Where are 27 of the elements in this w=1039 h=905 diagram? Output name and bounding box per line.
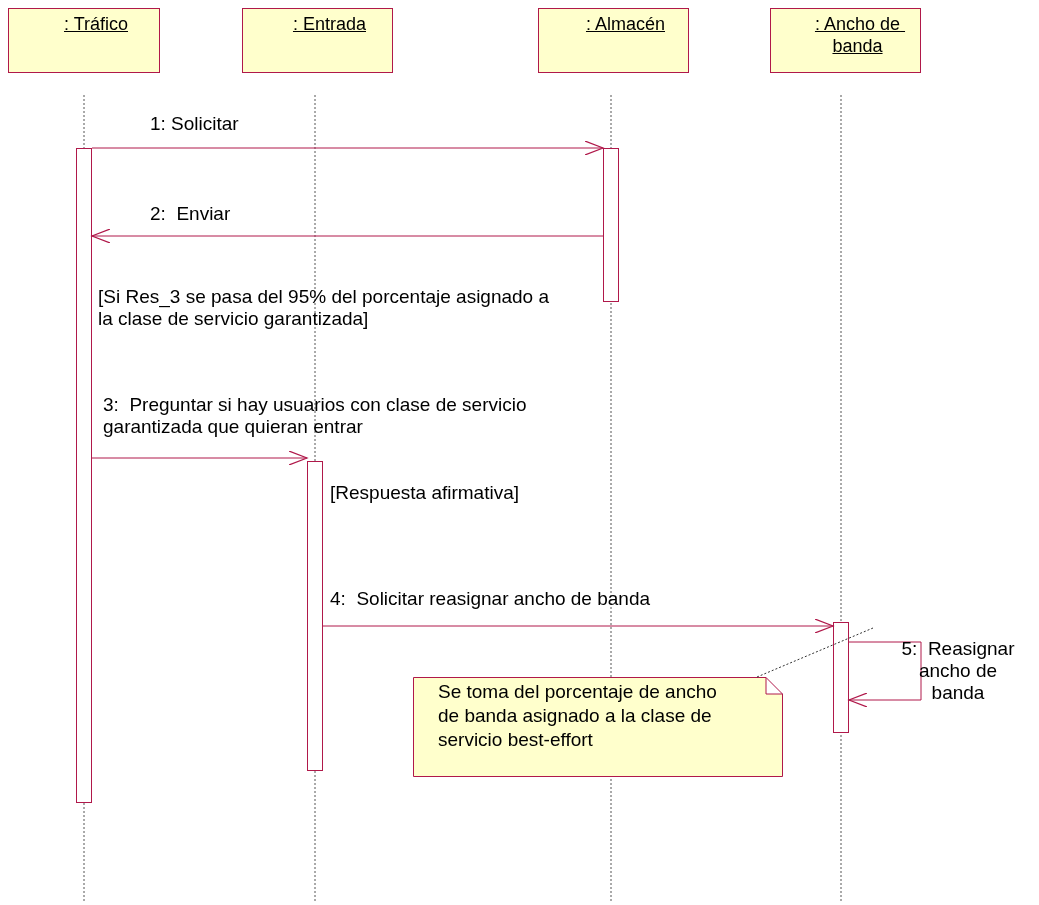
guard-condition: [Respuesta afirmativa] (330, 482, 521, 504)
object-name: : Entrada (292, 13, 366, 35)
activation-bar (603, 148, 619, 302)
message-arrow (91, 450, 308, 466)
lifeline-header (242, 8, 393, 73)
lifeline-header (8, 8, 160, 73)
message-label: 5: Reasignar ancho de banda (900, 638, 1016, 704)
message-label: 2: Enviar (150, 203, 232, 225)
message-label: 1: Solicitar (150, 113, 240, 135)
message-arrow (322, 618, 834, 634)
object-name: : Almacén (585, 13, 665, 35)
guard-condition: [Si Res_3 se pasa del 95% del porcentaje asignado a la clase de servicio garantizada] (98, 286, 551, 330)
message-label: 4: Solicitar reasignar ancho de banda (330, 588, 652, 610)
activation-bar (833, 622, 849, 733)
lifeline-header (538, 8, 689, 73)
leader-line (756, 627, 874, 678)
activation-bar (307, 461, 323, 771)
object-name: : Ancho de banda (813, 13, 902, 57)
message-arrow (91, 228, 604, 244)
object-name: : Tráfico (64, 13, 128, 35)
message-label: 3: Preguntar si hay usuarios con clase de servicio garantizada que quieran entrar (103, 394, 528, 438)
message-arrow (848, 641, 922, 708)
lifeline-header (770, 8, 921, 73)
note-text: Se toma del porcentaje de ancho de banda asignado a la clase de servicio best-effort (437, 680, 718, 752)
activation-bar (76, 148, 92, 803)
message-arrow (91, 140, 604, 156)
note (413, 677, 783, 777)
